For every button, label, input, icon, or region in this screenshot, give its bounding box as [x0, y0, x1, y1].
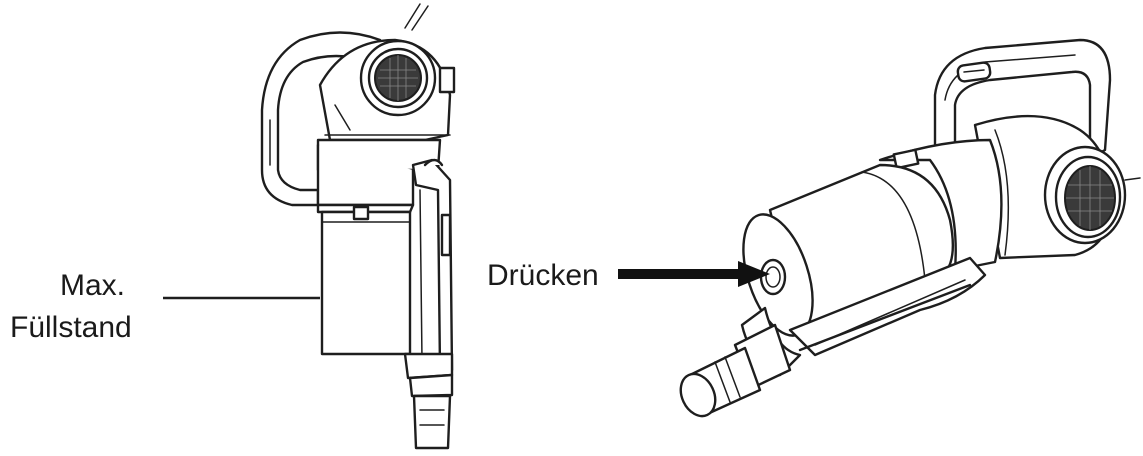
- vacuum-angled-view: [679, 38, 1141, 418]
- side-slot: [440, 213, 452, 257]
- press-label: Drücken: [487, 259, 599, 292]
- body-collar: [878, 138, 1003, 272]
- bin-latch: [352, 205, 370, 221]
- front-panel: [411, 158, 454, 372]
- nozzle: [412, 394, 452, 450]
- dust-bin: [320, 210, 412, 356]
- side-button: [438, 66, 456, 94]
- lower-handle: [788, 256, 987, 357]
- release-button: [759, 258, 787, 296]
- max-fill-label-line1: Max.: [60, 269, 126, 302]
- max-fill-label-line2: Füllstand: [10, 311, 132, 344]
- cord: [404, 3, 421, 29]
- top-latch: [892, 148, 920, 170]
- nozzle-tip: [679, 372, 717, 418]
- arrow-head: [738, 261, 770, 287]
- vacuum-side-view: [260, 3, 456, 450]
- power-switch: [956, 61, 992, 83]
- press-arrow: [618, 261, 770, 287]
